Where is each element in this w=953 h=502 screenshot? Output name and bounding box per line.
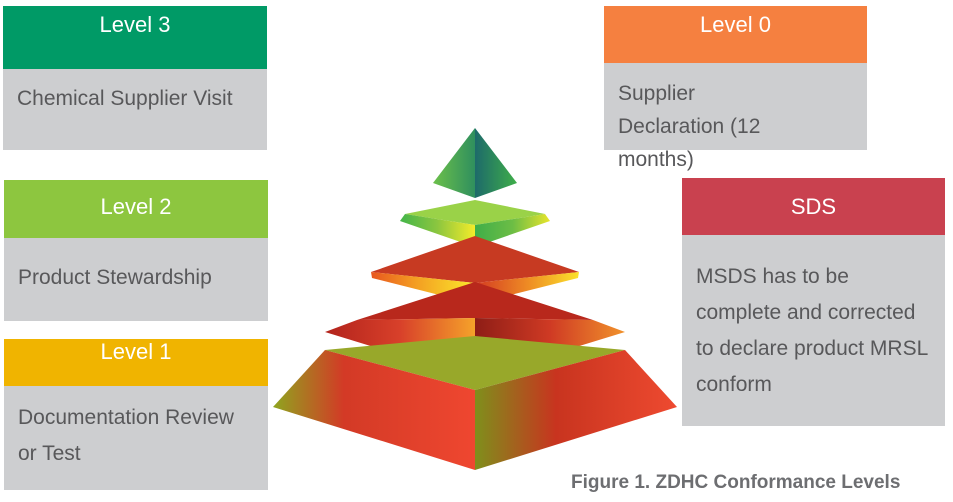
pyramid-tier-5-top: [325, 336, 625, 390]
level-3-header: Level 3: [3, 6, 267, 69]
pyramid-tier-2-top: [405, 200, 545, 225]
pyramid-tier-5-left-face: [273, 350, 475, 470]
level-2-card: Level 2 Product Stewardship: [4, 180, 268, 321]
sds-description: MSDS has to be complete and corrected to…: [682, 235, 945, 426]
level-2-header: Level 2: [4, 180, 268, 238]
pyramid-tier-2-right-face: [475, 214, 550, 247]
level-3-description: Chemical Supplier Visit: [3, 69, 267, 150]
pyramid-tier-3-top: [371, 236, 579, 283]
level-1-card: Level 1 Documentation Review or Test: [4, 339, 268, 490]
pyramid-tier-1-right-face: [475, 128, 517, 198]
level-3-card: Level 3 Chemical Supplier Visit: [3, 6, 267, 150]
pyramid-tier-5-right-face: [475, 350, 677, 470]
level-1-description: Documentation Review or Test: [4, 386, 268, 490]
pyramid-tier-4-top: [357, 282, 593, 320]
figure-caption: Figure 1. ZDHC Conformance Levels: [571, 472, 901, 493]
sds-header: SDS: [682, 178, 945, 235]
level-0-description: Supplier Declaration (12 months): [604, 63, 867, 171]
level-0-card: Level 0 Supplier Declaration (12 months): [604, 6, 867, 171]
level-2-description: Product Stewardship: [4, 238, 268, 321]
pyramid-tier-2-left-face: [400, 214, 475, 247]
sds-card: SDS MSDS has to be complete and correcte…: [682, 178, 945, 426]
level-0-header: Level 0: [604, 6, 867, 63]
level-1-header: Level 1: [4, 339, 268, 386]
pyramid-tier-1-left-face: [433, 128, 475, 198]
